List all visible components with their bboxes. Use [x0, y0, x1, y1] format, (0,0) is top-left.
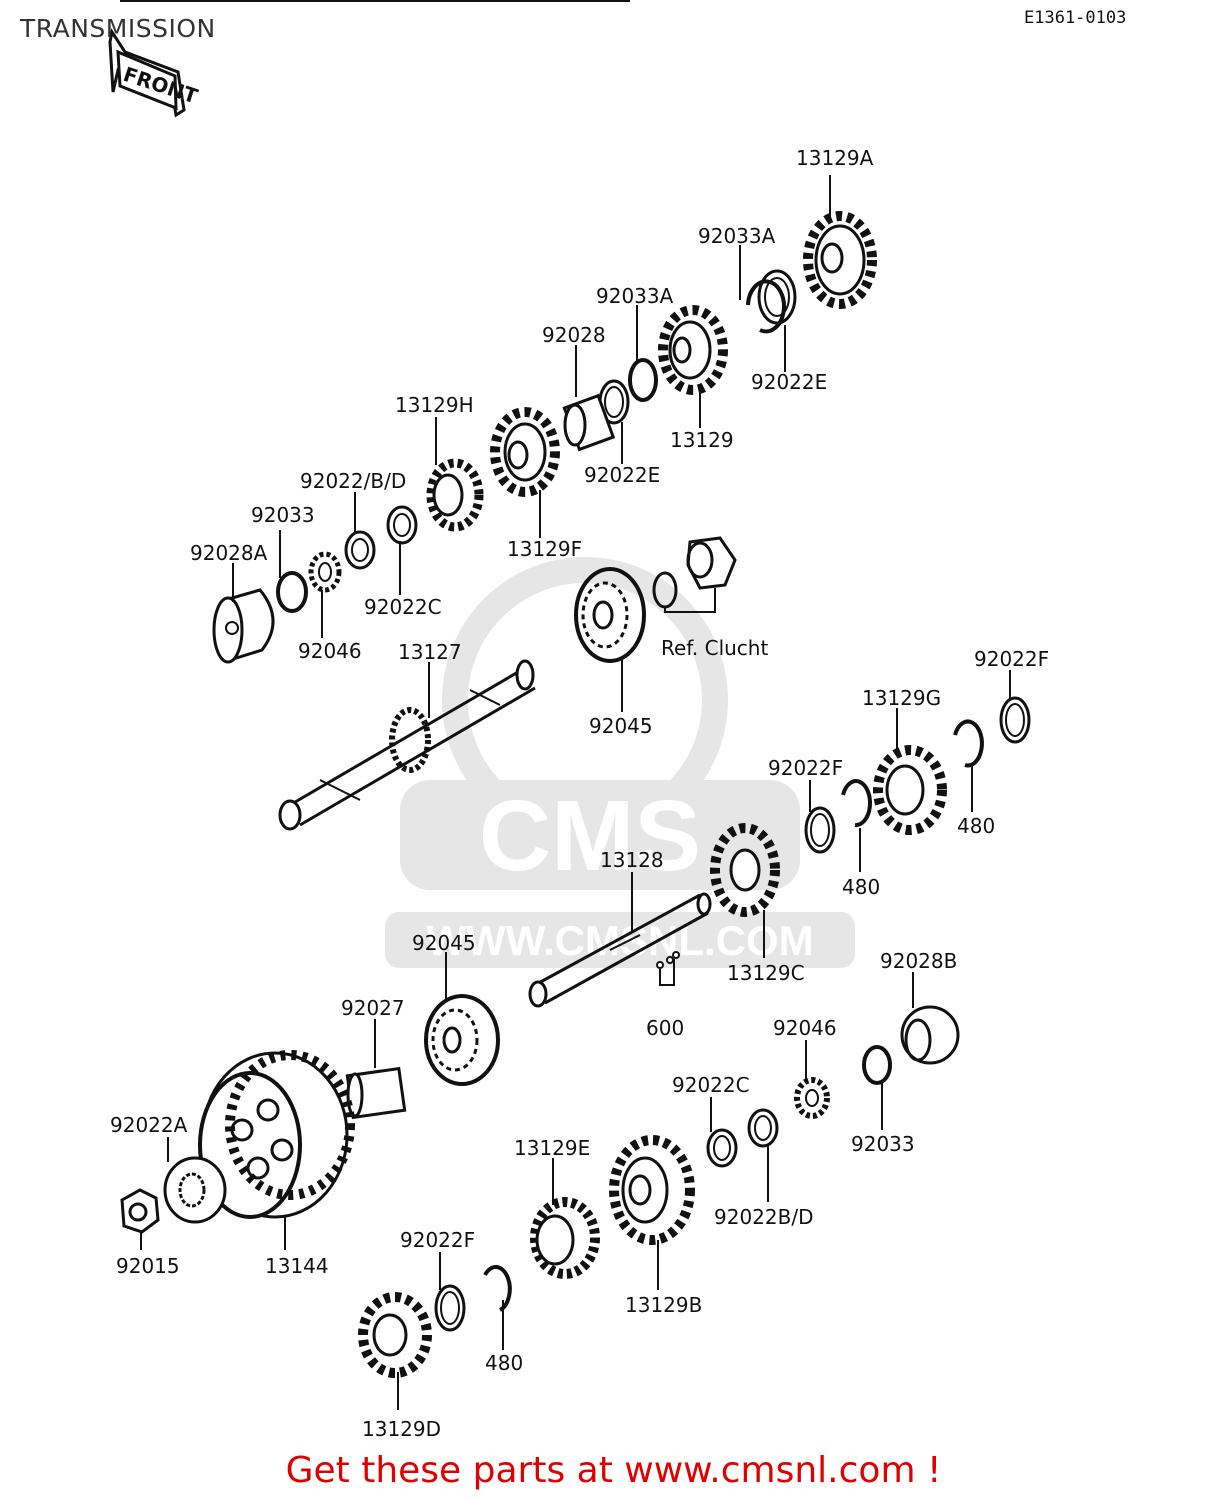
- washer-92022F-upper: [999, 696, 1031, 744]
- part-label-92022C-upper[interactable]: 92022C: [364, 595, 442, 619]
- part-label-92022F-upper[interactable]: 92022F: [974, 647, 1050, 671]
- washer-92022C-upper: [386, 505, 418, 545]
- part-label-13129C[interactable]: 13129C: [727, 961, 805, 985]
- part-label-92022A[interactable]: 92022A: [110, 1113, 188, 1137]
- part-label-92028B[interactable]: 92028B: [880, 949, 958, 973]
- washer-92022F-middle: [804, 806, 836, 854]
- part-label-13129E[interactable]: 13129E: [514, 1136, 591, 1160]
- part-label-92046-upper[interactable]: 92046: [298, 639, 362, 663]
- bearing-92046-upper: [308, 551, 342, 593]
- bushing-92028: [562, 393, 616, 452]
- part-label-92033A-lower[interactable]: 92033A: [596, 284, 674, 308]
- part-label-13129H[interactable]: 13129H: [395, 393, 474, 417]
- part-label-92045-upper[interactable]: 92045: [589, 714, 653, 738]
- front-marker: FRONT: [108, 28, 201, 118]
- part-label-92022C-lower[interactable]: 92022C: [672, 1073, 750, 1097]
- shaft-13127: [278, 659, 536, 831]
- watermark-brand-text: CMS: [479, 780, 701, 892]
- circlip-480-upper: [953, 719, 984, 768]
- bearing-92028A: [212, 588, 275, 664]
- part-label-92015[interactable]: 92015: [116, 1254, 180, 1278]
- circlip-480-middle: [841, 779, 873, 828]
- washer-92022C-lower: [706, 1128, 738, 1168]
- nut-clutch-ref: [686, 536, 737, 590]
- footer-link[interactable]: Get these parts at www.cmsnl.com !: [285, 1450, 942, 1491]
- part-label-13129D[interactable]: 13129D: [362, 1417, 442, 1441]
- part-label-600[interactable]: 600: [646, 1016, 685, 1040]
- part-label-92028[interactable]: 92028: [542, 323, 606, 347]
- part-label-13129A[interactable]: 13129A: [796, 146, 874, 170]
- gear-13129A: [803, 211, 877, 309]
- part-label-13144[interactable]: 13144: [265, 1254, 329, 1278]
- gear-13129D: [358, 1292, 432, 1378]
- washer-92022BD-lower: [747, 1108, 779, 1148]
- nut-92015: [120, 1188, 160, 1234]
- part-label-92033-upper[interactable]: 92033: [251, 503, 315, 527]
- leader-lines: [140, 175, 1011, 1410]
- bearing-92045-lower: [424, 994, 500, 1086]
- washer-92022A: [163, 1156, 227, 1224]
- part-label-480-upper[interactable]: 480: [957, 814, 996, 838]
- washer-92033-lower: [862, 1045, 892, 1085]
- part-label-92022F-middle[interactable]: 92022F: [768, 756, 844, 780]
- part-label-13128[interactable]: 13128: [600, 848, 664, 872]
- ref-clutch-leader: [664, 588, 716, 613]
- diagram-id: E1361-0103: [1024, 8, 1127, 28]
- gear-13129C: [710, 823, 780, 917]
- bushing-92027: [345, 1066, 407, 1120]
- gear-13129F: [490, 407, 560, 497]
- bearing-92028B: [900, 1005, 960, 1065]
- gear-13129E: [530, 1197, 600, 1279]
- balls-600: [656, 951, 680, 969]
- shaft-13128: [528, 892, 712, 1008]
- watermark-url-text: WWW.CMSNL.COM: [426, 917, 813, 964]
- bearing-92045-upper: [574, 567, 646, 663]
- part-label-92028A[interactable]: 92028A: [190, 541, 268, 565]
- part-label-92046-lower[interactable]: 92046: [773, 1016, 837, 1040]
- balls-600-leader: [659, 959, 675, 986]
- circlip-92033A-upper: [746, 279, 786, 334]
- part-label-92022E-upper[interactable]: 92022E: [751, 370, 828, 394]
- gear-13129B: [609, 1135, 695, 1245]
- washer-92022BD-upper: [344, 530, 376, 570]
- washer-92022F-lower: [434, 1284, 466, 1332]
- gear-13129H: [426, 458, 484, 532]
- part-label-13129B[interactable]: 13129B: [625, 1293, 703, 1317]
- part-label-92045-lower[interactable]: 92045: [412, 931, 476, 955]
- part-label-92022BD-upper[interactable]: 92022/B/D: [300, 469, 407, 493]
- part-label-480-lower[interactable]: 480: [485, 1351, 524, 1375]
- part-label-13129F[interactable]: 13129F: [507, 537, 583, 561]
- gear-13129: [658, 305, 728, 395]
- part-label-92033-lower[interactable]: 92033: [851, 1132, 915, 1156]
- circlip-92033-upper: [276, 571, 308, 613]
- page-title: TRANSMISSION: [20, 14, 216, 43]
- washer-92022E-upper: [757, 269, 797, 325]
- part-label-92022E-lower[interactable]: 92022E: [584, 463, 661, 487]
- part-label-92022BD-lower[interactable]: 92022B/D: [714, 1205, 814, 1229]
- part-label-92022F-lower[interactable]: 92022F: [400, 1228, 476, 1252]
- part-label-480-middle[interactable]: 480: [842, 875, 881, 899]
- washer-92033A-lower: [628, 358, 658, 402]
- part-label-13127[interactable]: 13127: [398, 640, 462, 664]
- circlip-480-lower: [483, 1265, 512, 1312]
- ref-clutch-label[interactable]: Ref. Clucht: [661, 636, 769, 660]
- part-label-92027[interactable]: 92027: [341, 996, 405, 1020]
- part-label-13129G[interactable]: 13129G: [862, 686, 942, 710]
- part-label-92033A-upper[interactable]: 92033A: [698, 224, 776, 248]
- part-label-13129[interactable]: 13129: [670, 428, 734, 452]
- gear-13129G: [873, 745, 947, 835]
- bearing-92046-lower: [794, 1077, 830, 1119]
